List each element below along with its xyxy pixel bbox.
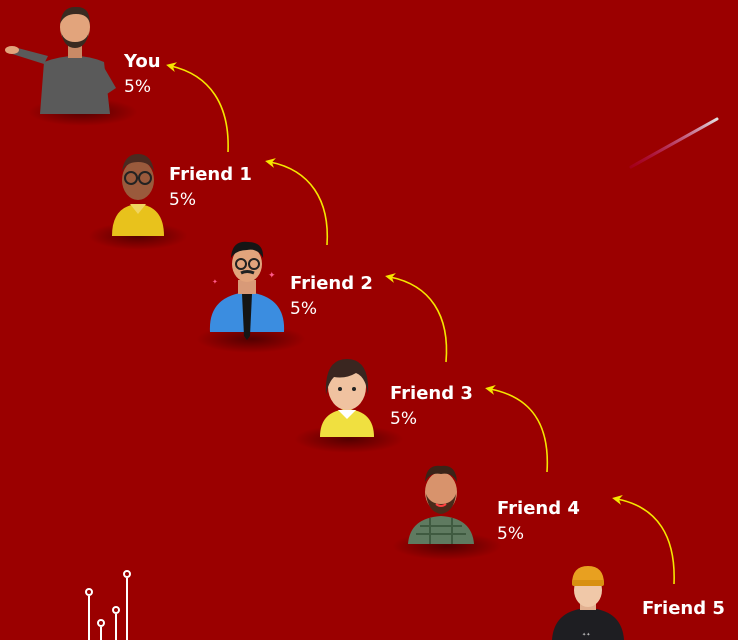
node-label-friend-3: Friend 3 5%	[390, 385, 473, 428]
arrow-icon	[265, 158, 329, 246]
node-percent: 5%	[124, 77, 151, 97]
arrow-icon	[385, 273, 448, 363]
node-label-friend-2: Friend 2 5%	[290, 275, 373, 318]
node-label-friend-5: Friend 5	[642, 600, 725, 626]
person-avatar-icon: ✦✦	[552, 566, 624, 640]
node-percent: 5%	[390, 409, 417, 429]
node-label-friend-1: Friend 1 5%	[169, 166, 252, 209]
person-avatar-icon	[320, 359, 374, 437]
svg-text:✦: ✦	[268, 271, 276, 281]
node-percent: 5%	[497, 524, 524, 544]
node-name: Friend 4	[497, 498, 580, 519]
node-percent: 5%	[290, 299, 317, 319]
node-name: Friend 2	[290, 273, 373, 294]
node-label-friend-4: Friend 4 5%	[497, 500, 580, 543]
svg-text:✦: ✦	[212, 278, 218, 286]
person-avatar-icon	[112, 154, 164, 236]
arrow-icon	[612, 495, 675, 585]
node-label-you: You 5%	[124, 53, 161, 96]
svg-text:✦✦: ✦✦	[582, 632, 590, 638]
node-name: You	[124, 51, 161, 72]
node-percent: 5%	[169, 190, 196, 210]
person-avatar-icon	[5, 6, 116, 114]
arrow-icon	[485, 385, 549, 473]
node-name: Friend 3	[390, 383, 473, 404]
arrow-icon	[166, 62, 229, 153]
person-avatar-icon: ✦ ✦	[209, 241, 285, 340]
person-avatar-icon	[408, 465, 474, 544]
node-name: Friend 5	[642, 598, 725, 619]
node-name: Friend 1	[169, 164, 252, 185]
